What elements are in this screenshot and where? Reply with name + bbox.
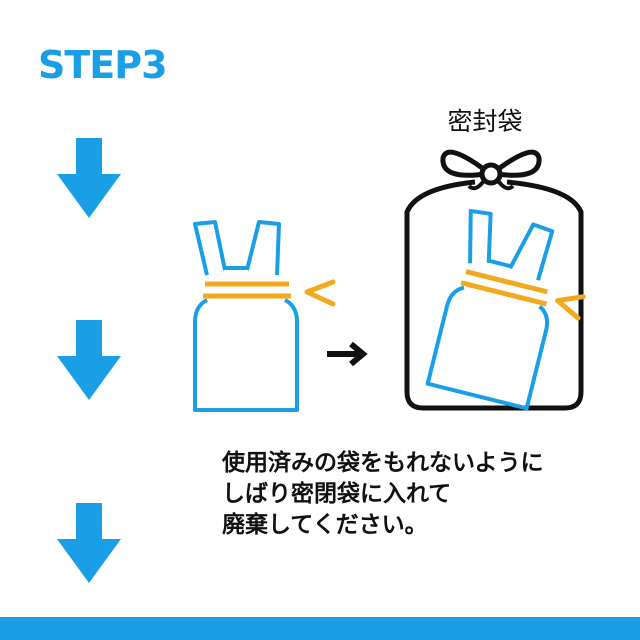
down-arrow-icon	[57, 320, 121, 400]
disposal-instructions: 使用済みの袋をもれないように しばり密閉袋に入れて 廃棄してください。	[222, 448, 622, 541]
sealed-bag-label: 密封袋	[447, 107, 522, 136]
sealed-bag-icon	[404, 149, 586, 411]
bag-disposal-illustration: 密封袋	[193, 107, 586, 412]
step-title: STEP3	[38, 43, 168, 87]
down-arrow-icon	[57, 138, 121, 218]
bottom-divider-bar	[0, 617, 640, 640]
down-arrow-icon	[57, 503, 121, 583]
ribbon-tie-icon	[440, 149, 542, 191]
instruction-line: 使用済みの袋をもれないように	[222, 450, 544, 476]
right-arrow-icon	[327, 341, 368, 367]
instruction-line: しばり密閉袋に入れて	[222, 481, 452, 507]
instruction-line: 廃棄してください。	[222, 512, 428, 538]
used-bag-icon	[193, 220, 336, 412]
